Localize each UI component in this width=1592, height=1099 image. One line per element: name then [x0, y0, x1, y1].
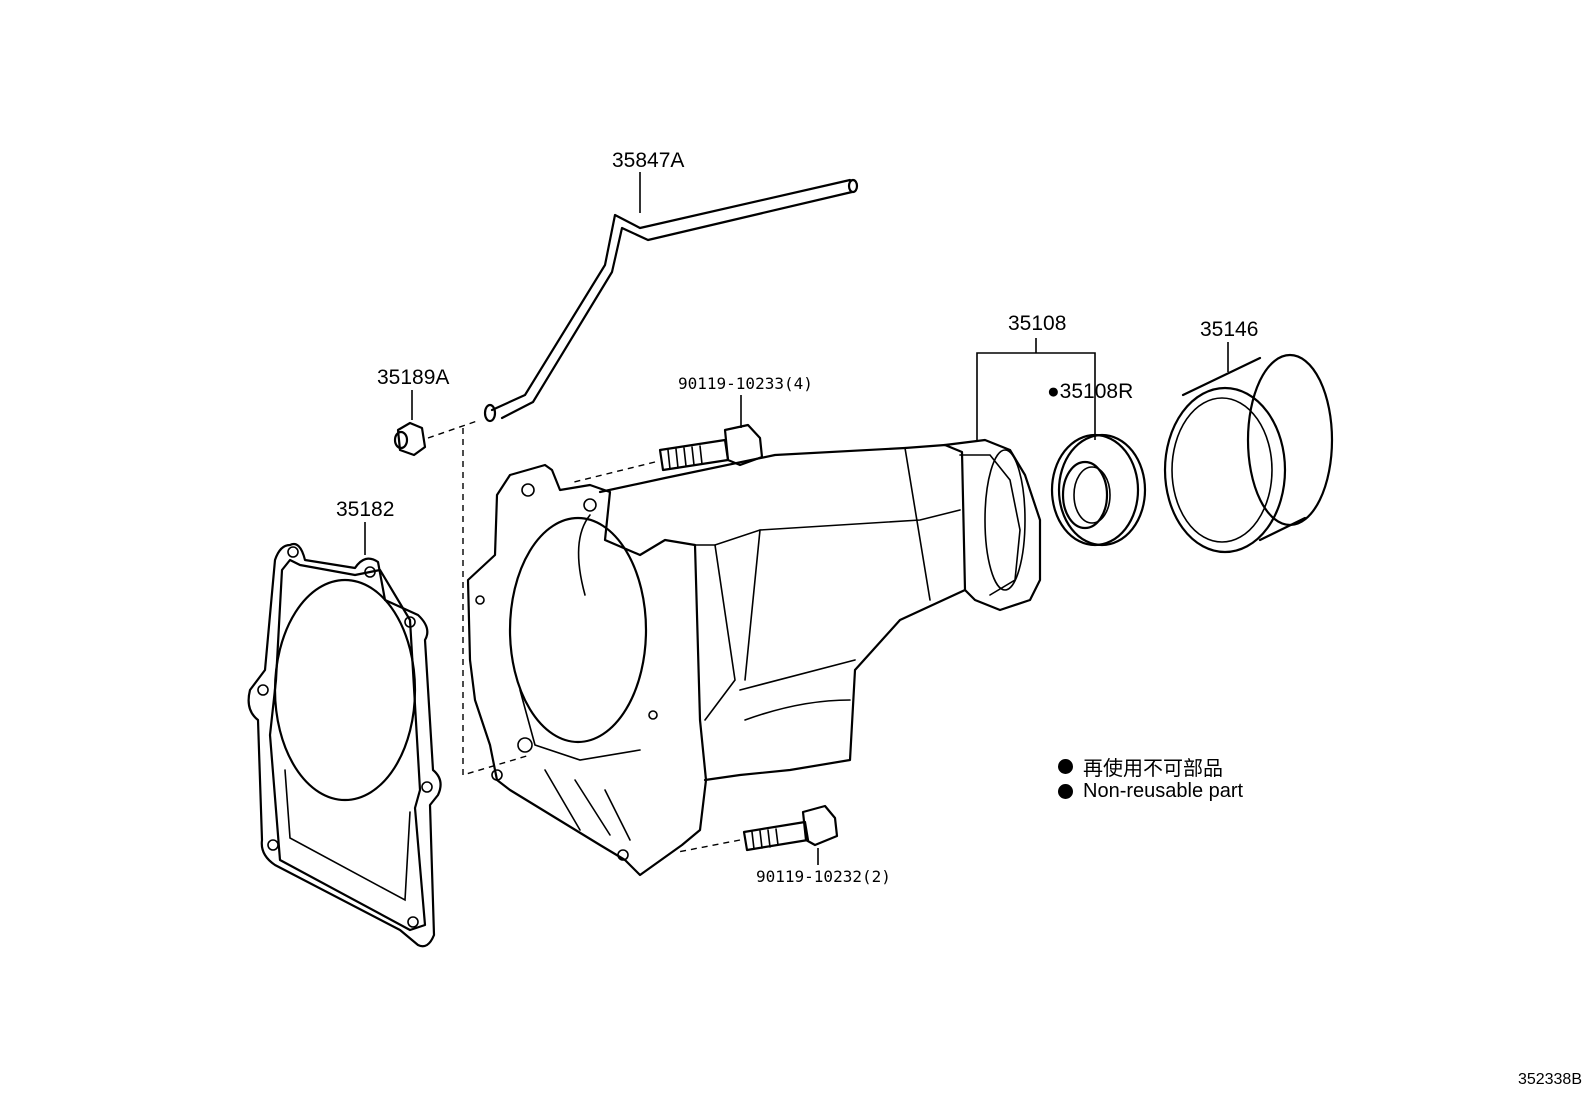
oil-seal-35108R	[1050, 433, 1147, 547]
dust-deflector-35146	[1163, 353, 1334, 554]
gasket-35182	[247, 542, 442, 948]
bullet-icon	[1058, 784, 1073, 799]
label-bolt-top: 90119-10233(4)	[678, 374, 813, 393]
plug-35189A	[393, 421, 427, 457]
label-35182: 35182	[336, 498, 394, 521]
extension-housing	[466, 438, 1042, 877]
label-35189A: 35189A	[377, 366, 449, 389]
label-35847A: 35847A	[612, 149, 684, 172]
dashed-line-bolt-top	[569, 461, 656, 484]
breather-tube-35847A	[483, 178, 859, 423]
legend-jp-text: 再使用不可部品	[1083, 758, 1223, 780]
legend-item-en: Non-reusable part	[1058, 780, 1243, 803]
bolt-90119-10232	[742, 804, 839, 852]
dashed-line-plug	[427, 419, 481, 439]
label-35108R: ●35108R	[1047, 380, 1133, 403]
label-35108: 35108	[1008, 312, 1066, 335]
bolt-90119-10233	[658, 423, 764, 472]
label-35146: 35146	[1200, 318, 1258, 341]
diagram-code: 352338B	[1517, 1071, 1582, 1088]
label-bolt-bottom: 90119-10232(2)	[756, 867, 891, 886]
legend-en-text: Non-reusable part	[1083, 780, 1244, 802]
bullet-icon	[1058, 759, 1073, 774]
legend-item-jp: 再使用不可部品	[1058, 752, 1223, 781]
dashed-line-gasket-align	[462, 428, 531, 776]
